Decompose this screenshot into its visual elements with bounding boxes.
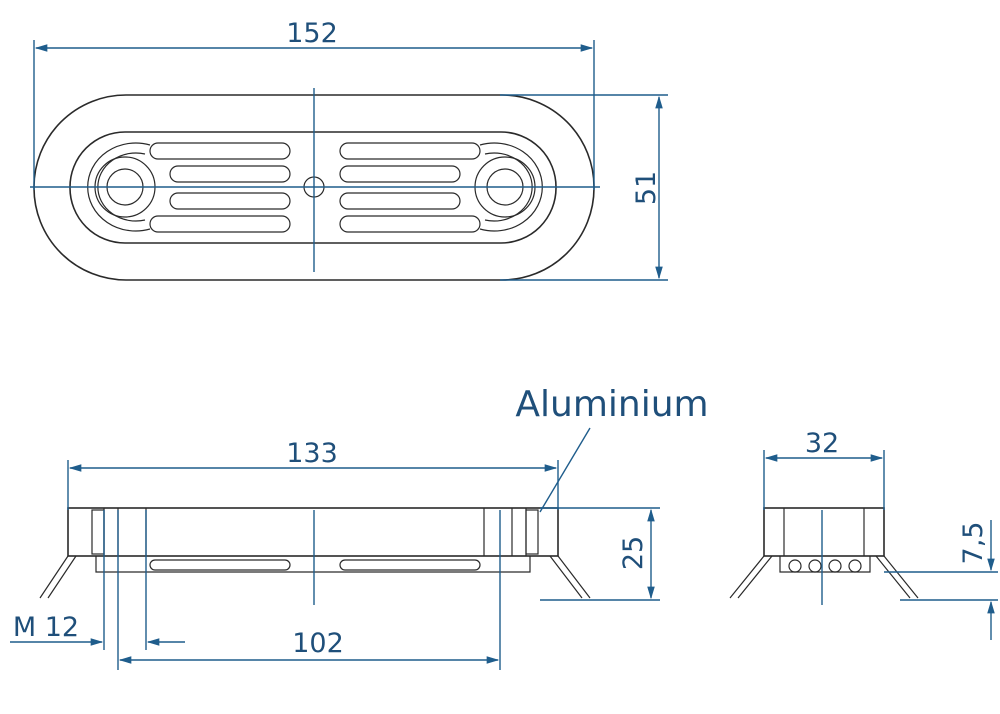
dim-side-width: 32 [805, 428, 839, 459]
material-label: Aluminium [515, 384, 708, 425]
dim-thread: M 12 [13, 612, 79, 643]
front-view [10, 427, 660, 670]
side-view [729, 450, 998, 640]
dim-front-width: 133 [286, 438, 338, 469]
dim-top-width: 152 [286, 18, 338, 49]
dim-side-height: 7,5 [958, 522, 989, 565]
dim-hole-spacing: 102 [292, 628, 344, 659]
dim-top-height: 51 [631, 171, 662, 205]
top-view [30, 40, 668, 281]
dim-front-height: 25 [618, 536, 649, 570]
